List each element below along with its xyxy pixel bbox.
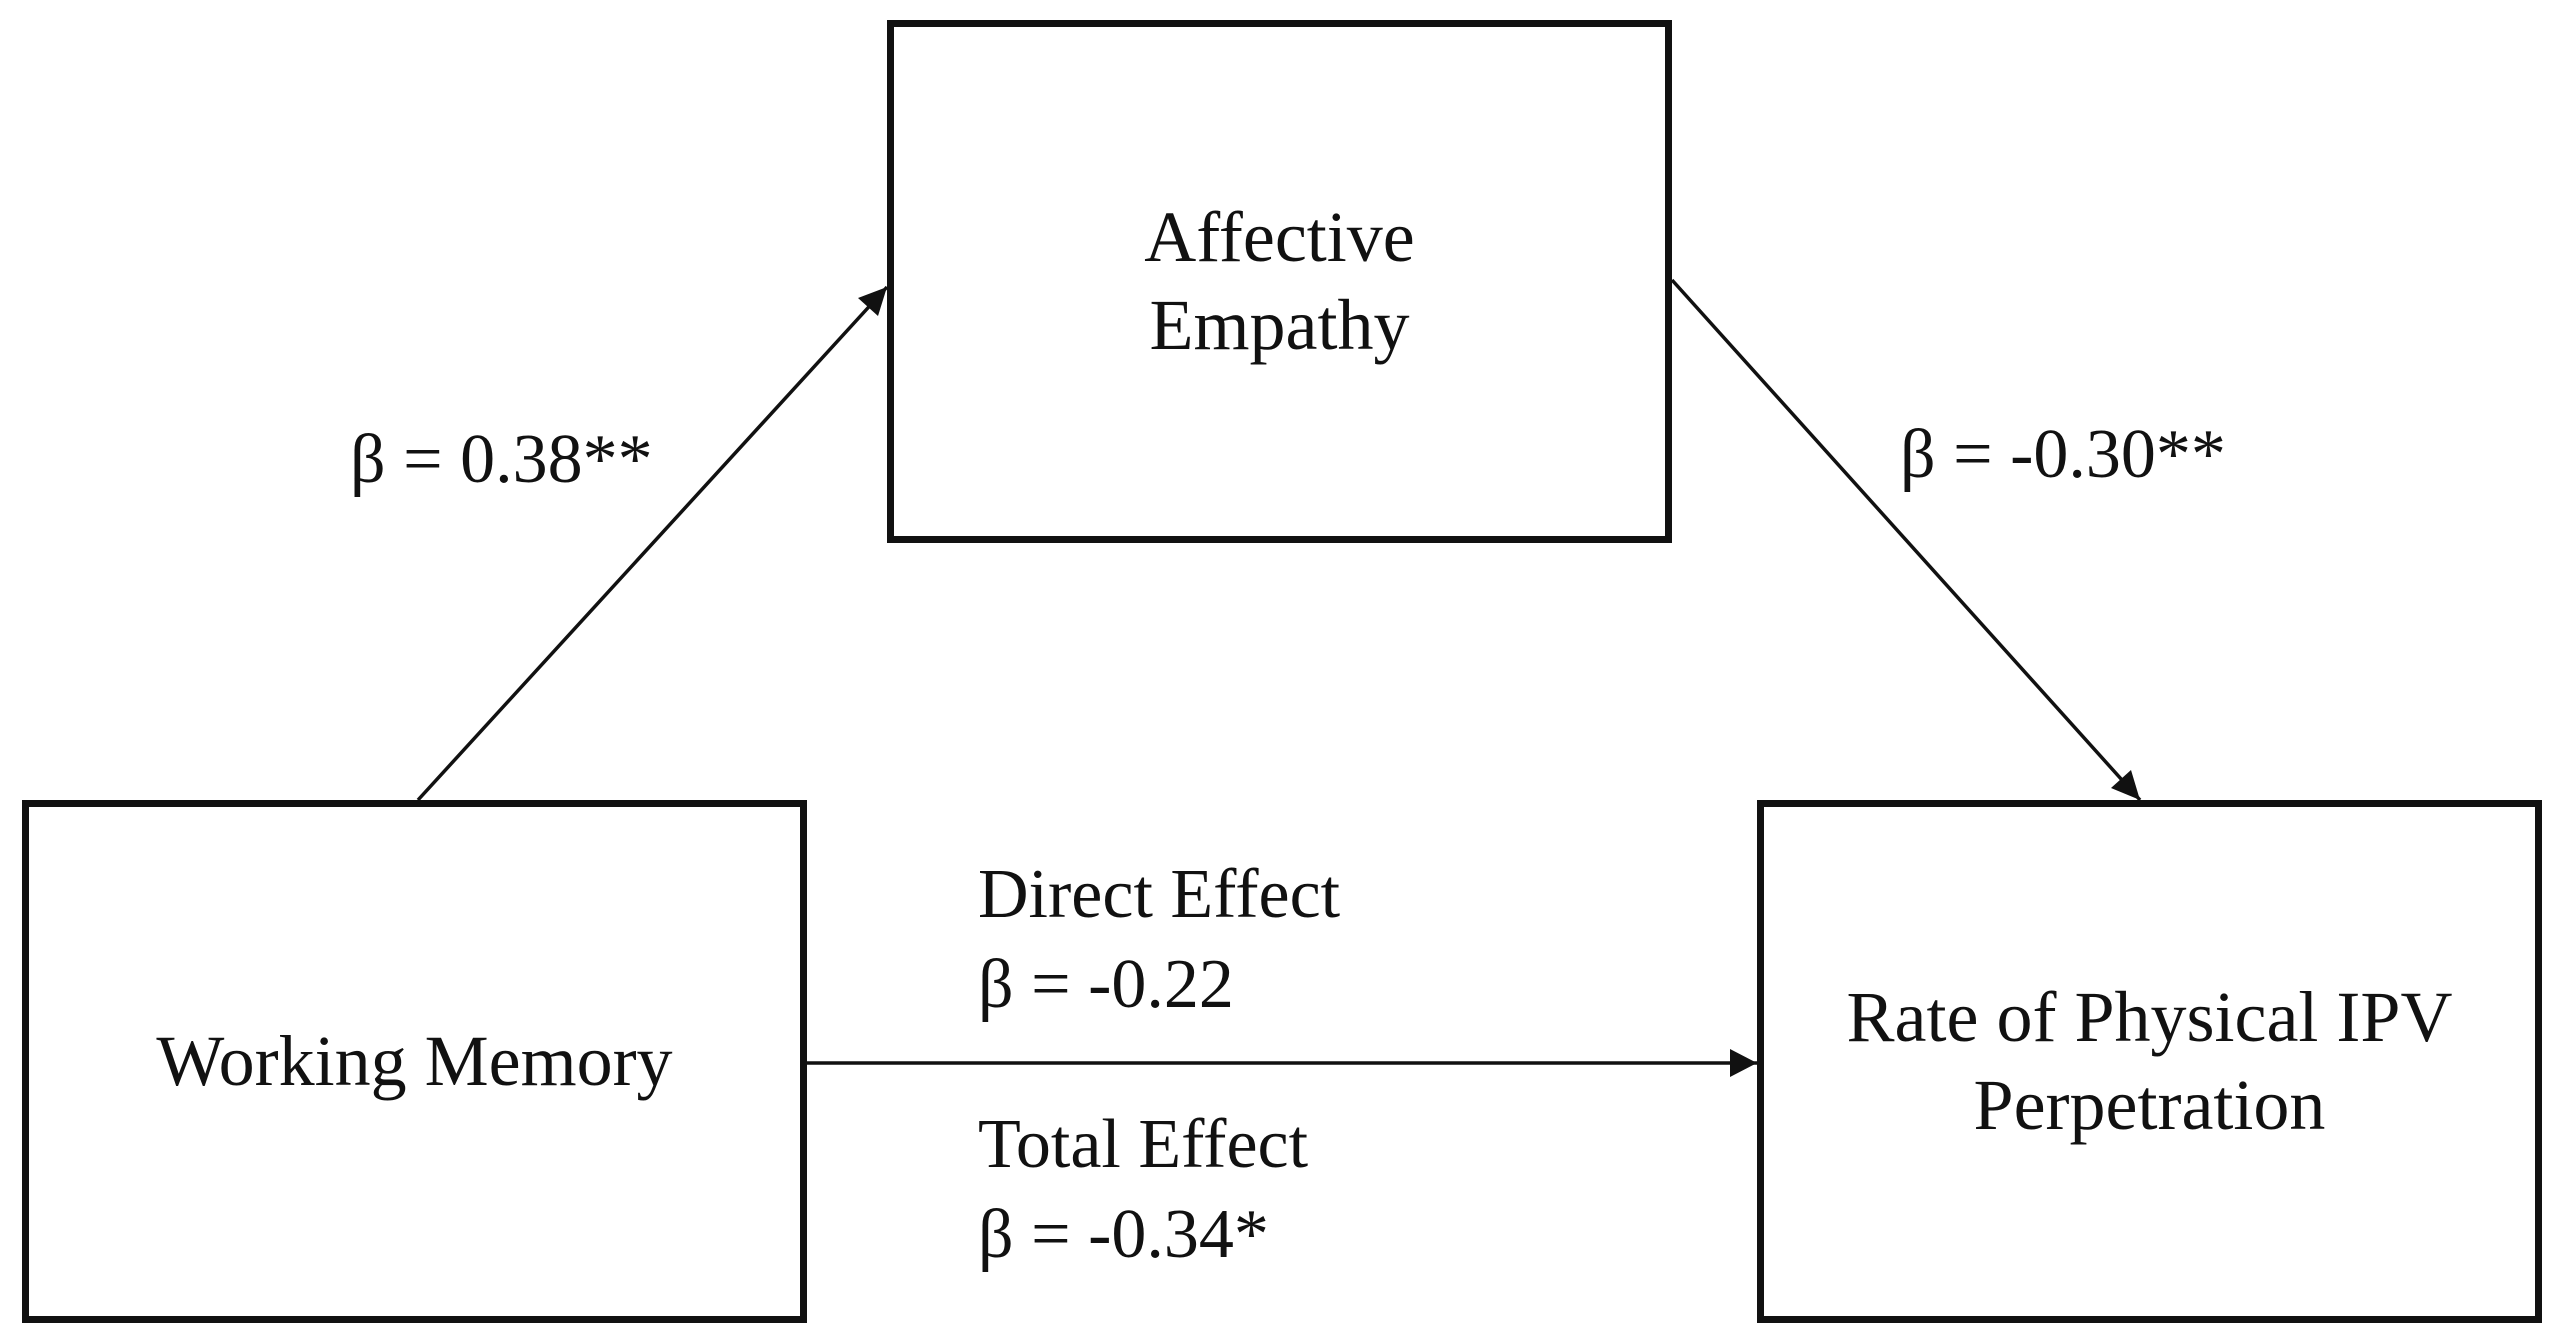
direct-effect-title: Direct Effect	[978, 856, 1341, 933]
path-a-arrow	[416, 285, 889, 802]
affective-empathy-box: Affective Empathy	[887, 20, 1672, 543]
working-memory-box: Working Memory	[22, 800, 807, 1323]
affective-empathy-label-line2: Empathy	[1149, 284, 1410, 365]
path-c-arrowhead	[1730, 1049, 1757, 1077]
path-a-beta: β = 0.38**	[350, 421, 653, 498]
direct-effect-beta: β = -0.22	[978, 946, 1234, 1023]
working-memory-label: Working Memory	[156, 1020, 673, 1101]
total-effect-title: Total Effect	[978, 1106, 1309, 1183]
path-b-arrow	[1670, 278, 2142, 802]
path-b-beta: β = -0.30**	[1900, 416, 2226, 493]
physical-ipv-box: Rate of Physical IPV Perpetration	[1757, 800, 2542, 1323]
affective-empathy-label-line1: Affective	[1144, 196, 1415, 277]
physical-ipv-label-line1: Rate of Physical IPV	[1846, 976, 2453, 1057]
total-effect-beta: β = -0.34*	[978, 1196, 1269, 1273]
physical-ipv-label-line2: Perpetration	[1973, 1064, 2326, 1145]
path-a-arrowhead	[858, 287, 887, 316]
path-b-arrowhead	[2111, 770, 2140, 800]
